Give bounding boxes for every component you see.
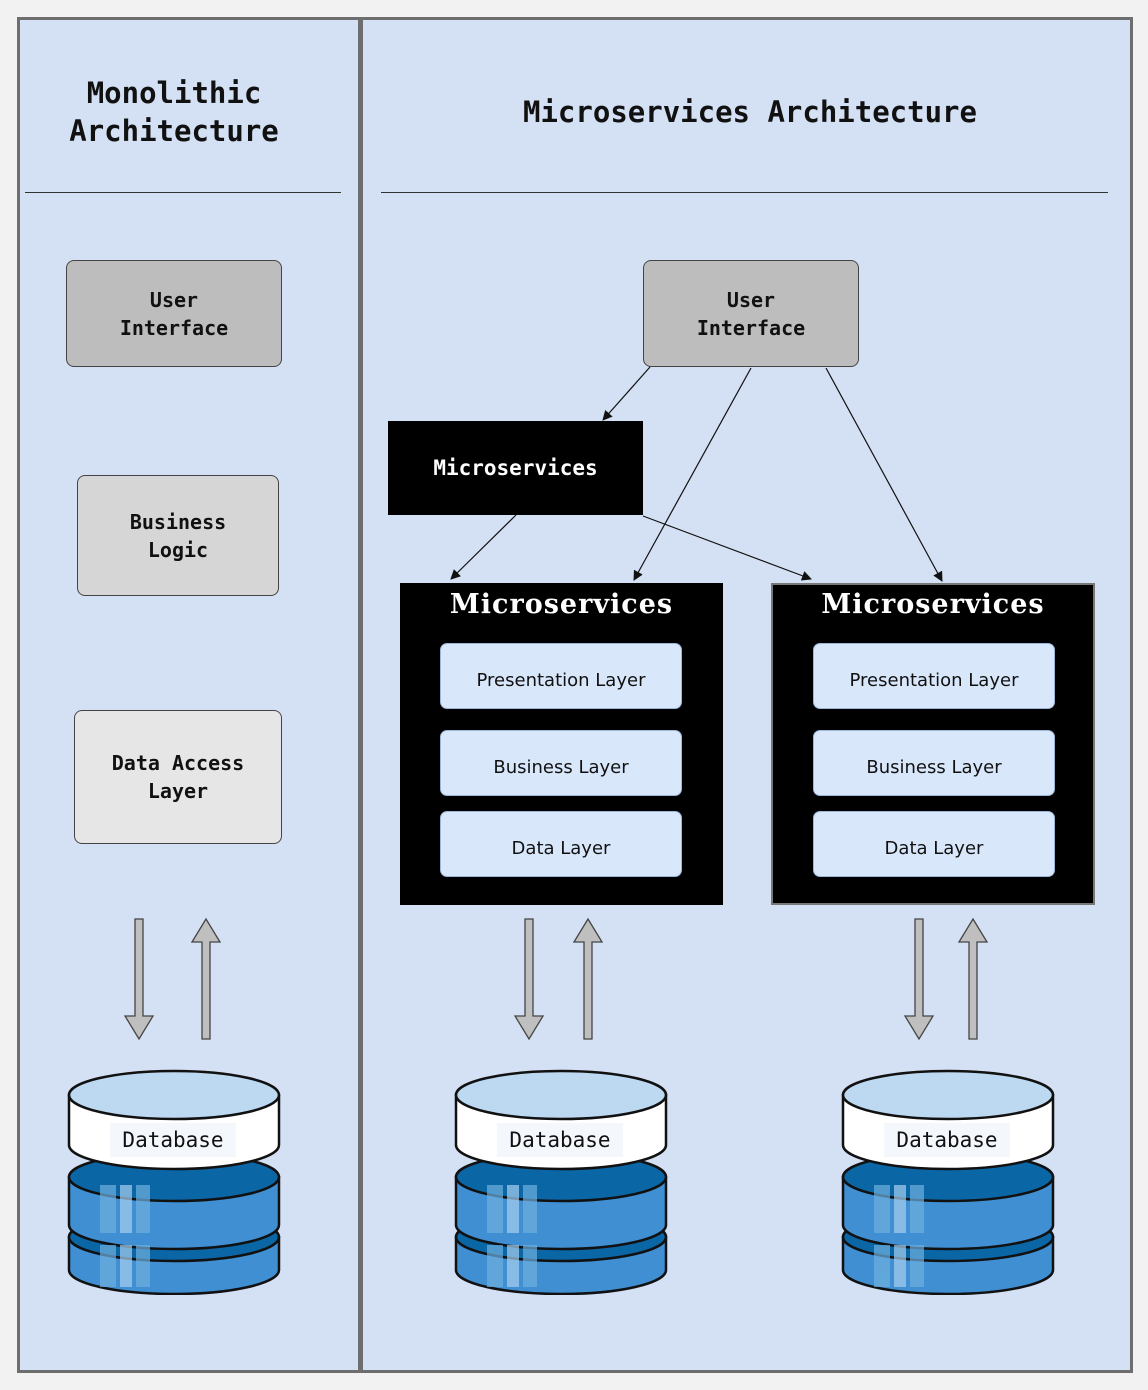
mono-data-access-box: Data Access Layer	[74, 710, 282, 844]
ms-gateway-box: Microservices	[388, 421, 643, 515]
service-1-up-arrow	[572, 917, 604, 1040]
microservices-title-rule	[381, 192, 1108, 193]
panel-divider	[358, 17, 363, 1373]
service-title-1: Microservices	[449, 589, 674, 620]
arrow-ui-to-service-2	[825, 367, 943, 582]
service-box-2: Microservices Presentation Layer Busines…	[771, 583, 1095, 905]
mono-business-logic-box: Business Logic	[77, 475, 279, 596]
ms-user-interface-box: User Interface	[643, 260, 859, 367]
monolithic-title-rule	[25, 192, 341, 193]
service-1-database: Database	[453, 1065, 669, 1296]
business-layer-1: Business Layer	[440, 730, 682, 796]
database-icon	[67, 1069, 281, 1296]
arrow-ui-to-service-1	[633, 367, 752, 581]
microservices-title: Microservices Architecture	[523, 95, 977, 129]
business-layer-2: Business Layer	[813, 730, 1055, 796]
database-label: Database	[110, 1123, 236, 1157]
service-1-down-arrow	[513, 918, 545, 1041]
data-layer-1: Data Layer	[440, 811, 682, 877]
arrow-gateway-to-service-1	[450, 514, 517, 580]
arrow-gateway-to-service-2	[642, 515, 812, 581]
mono-database: Database	[66, 1065, 282, 1296]
mono-down-arrow	[123, 918, 155, 1041]
service-2-up-arrow	[957, 917, 989, 1040]
database-label: Database	[884, 1123, 1010, 1157]
service-2-database: Database	[840, 1065, 1056, 1296]
monolithic-title: Monolithic Architecture	[69, 76, 279, 148]
presentation-layer-1: Presentation Layer	[440, 643, 682, 709]
database-label: Database	[497, 1123, 623, 1157]
mono-up-arrow	[190, 917, 222, 1040]
mono-user-interface-box: User Interface	[66, 260, 282, 367]
database-icon	[841, 1069, 1055, 1296]
service-2-down-arrow	[903, 918, 935, 1041]
service-title-2: Microservices	[821, 589, 1045, 620]
service-box-1: Microservices Presentation Layer Busines…	[400, 583, 723, 905]
presentation-layer-2: Presentation Layer	[813, 643, 1055, 709]
database-icon	[454, 1069, 668, 1296]
arrow-ui-to-gateway	[602, 366, 651, 421]
data-layer-2: Data Layer	[813, 811, 1055, 877]
